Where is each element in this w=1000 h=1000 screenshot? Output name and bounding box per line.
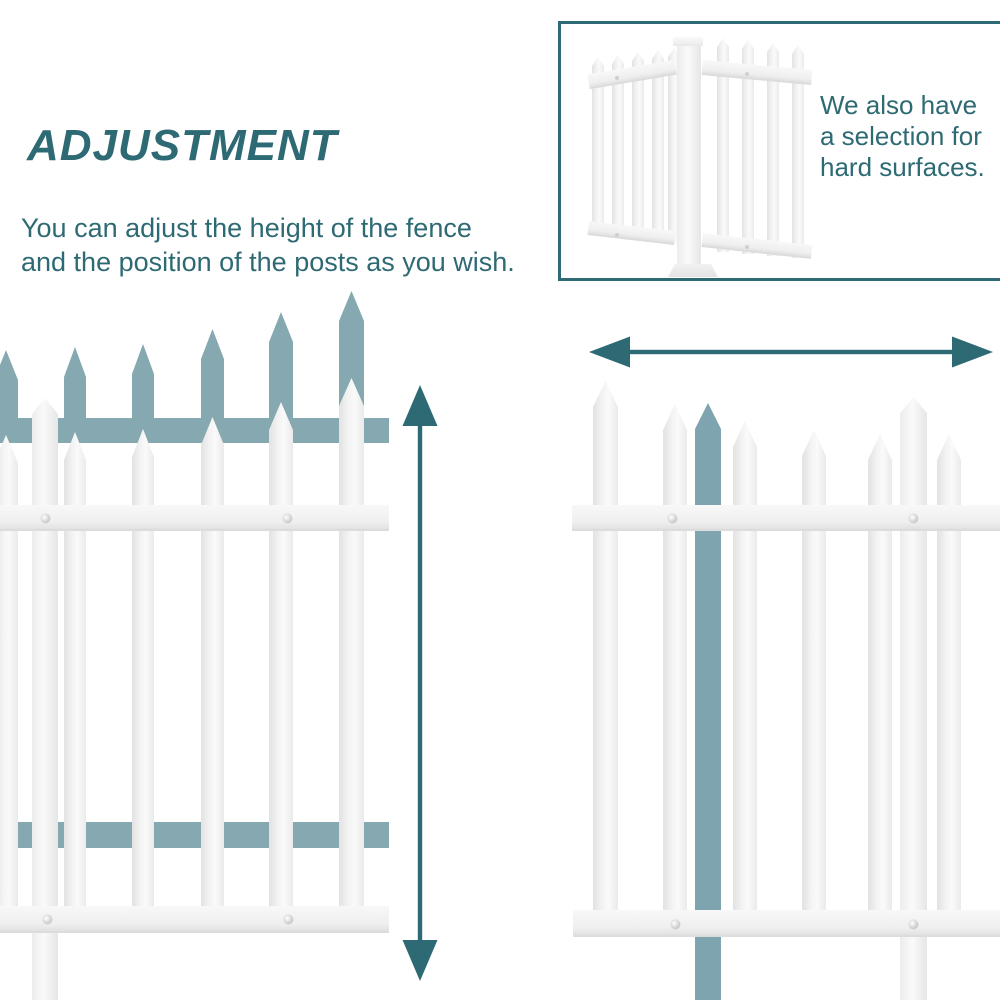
callout-line-1: We also have — [820, 90, 978, 120]
fence-picket — [269, 402, 293, 925]
screw — [668, 514, 677, 523]
page-subtitle: You can adjust the height of the fence a… — [21, 211, 515, 279]
fence-post — [32, 398, 58, 1000]
mini-screw — [745, 72, 749, 76]
callout-text: We also have a selection for hard surfac… — [820, 90, 985, 183]
mini-screw — [615, 233, 619, 237]
adjustable-teal-picket — [695, 403, 721, 1000]
mini-fence-picket — [742, 40, 754, 254]
screw — [43, 915, 52, 924]
fence-picket — [0, 435, 18, 925]
fence-bottom-rail — [0, 906, 389, 933]
hard-surface-callout: We also have a selection for hard surfac… — [558, 21, 1000, 281]
mini-fence-picket — [767, 43, 779, 256]
screw — [284, 915, 293, 924]
mini-fence-picket — [717, 38, 729, 252]
fence-picket — [733, 421, 757, 930]
screw — [283, 514, 292, 523]
ghost-picket — [201, 329, 224, 443]
screw — [909, 514, 918, 523]
mini-fence-post — [677, 43, 701, 269]
post-position-adjustment-illustration — [560, 300, 1000, 1000]
callout-line-2: a selection for — [820, 121, 982, 151]
fence-picket — [132, 429, 154, 925]
fence-picket — [201, 417, 224, 925]
mini-fence-picket — [792, 45, 804, 258]
fence-post — [900, 397, 927, 1000]
mini-post-cap — [673, 37, 703, 46]
height-adjustment-illustration — [0, 280, 440, 1000]
mini-fence-picket — [652, 50, 664, 241]
mini-fence-picket — [612, 55, 624, 237]
fence-picket — [663, 404, 687, 930]
mini-screw — [745, 245, 749, 249]
subtitle-line-2: and the position of the posts as you wis… — [21, 247, 515, 277]
mini-fence-picket — [592, 57, 604, 235]
subtitle-line-1: You can adjust the height of the fence — [21, 213, 472, 243]
fence-picket — [593, 381, 618, 930]
vertical-double-arrow-icon — [402, 385, 438, 981]
page-title: ADJUSTMENT — [27, 121, 338, 170]
screw — [671, 920, 680, 929]
fence-top-rail — [572, 505, 1000, 531]
ghost-bottom-rail — [0, 822, 389, 848]
callout-line-3: hard surfaces. — [820, 152, 985, 182]
horizontal-double-arrow-icon — [589, 336, 993, 368]
mini-post-base-plate — [668, 264, 718, 277]
fence-top-rail — [0, 505, 389, 531]
hard-surface-fence-illustration — [585, 35, 820, 280]
ghost-top-rail — [0, 418, 389, 443]
mini-fence-picket — [632, 52, 644, 239]
fence-picket — [339, 378, 364, 925]
screw — [41, 514, 50, 523]
mini-screw — [615, 76, 619, 80]
screw — [909, 920, 918, 929]
fence-bottom-rail — [573, 910, 1000, 937]
fence-picket — [64, 432, 86, 925]
